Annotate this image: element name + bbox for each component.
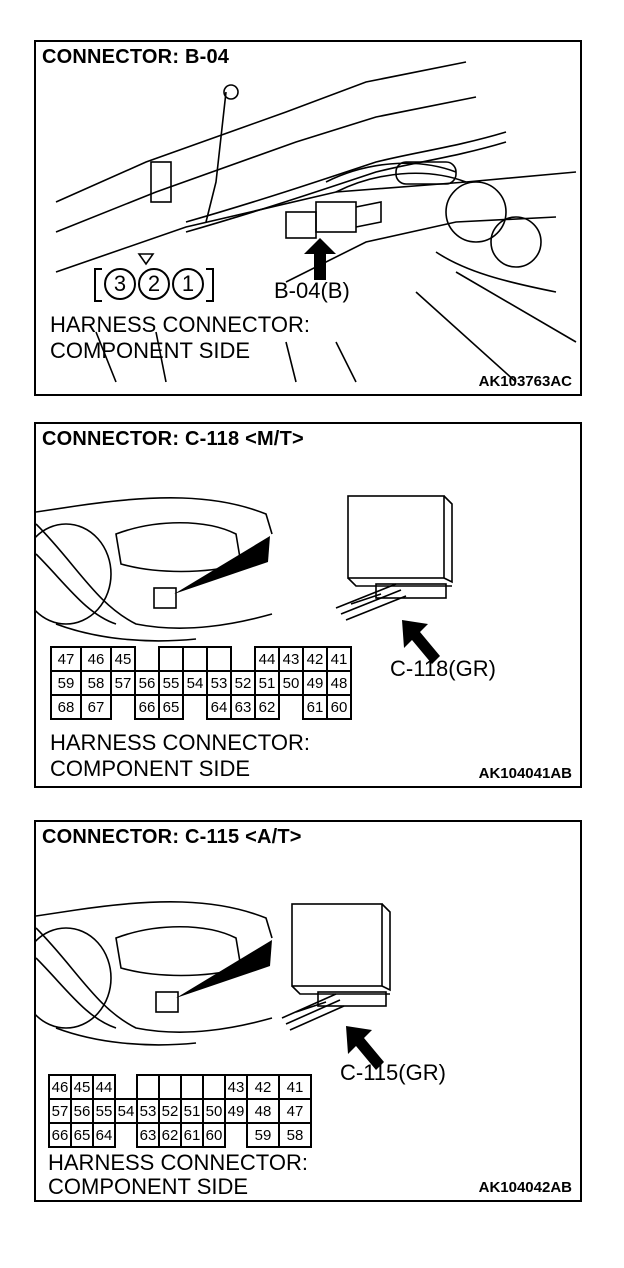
pin-cell: 62: [254, 694, 280, 720]
connector-pin-grid: 47 46 45 44 43 42 41 59 58 57 56 55 54 5…: [50, 646, 352, 720]
pin-cell: 61: [180, 1122, 204, 1148]
connector-callout: C-118(GR): [390, 656, 496, 681]
pin-1: 1: [172, 268, 204, 300]
pin-cell: 50: [278, 670, 304, 696]
pin-cell: 62: [158, 1122, 182, 1148]
pin-cell: 64: [92, 1122, 116, 1148]
pin-cell: 60: [326, 694, 352, 720]
panel-title: CONNECTOR: C-118 <M/T>: [42, 428, 304, 450]
pin-cell: 54: [114, 1098, 138, 1124]
connector-c118-panel: CONNECTOR: C-118 <M/T> 47 46 45 44 43 42…: [34, 422, 582, 788]
pin-cell: 44: [254, 646, 280, 672]
pin-cell: 66: [134, 694, 160, 720]
pin-cell: 51: [254, 670, 280, 696]
pin-cell: 68: [50, 694, 82, 720]
ecm-location-marker: [155, 991, 179, 1013]
pin-cell: 65: [158, 694, 184, 720]
pin-cell: 57: [110, 670, 136, 696]
connector-c115-panel: CONNECTOR: C-115 <A/T> 46 45 44 43 42 41…: [34, 820, 582, 1202]
pin-cell: 47: [50, 646, 82, 672]
pin-cell: 47: [278, 1098, 312, 1124]
pin-3: 3: [104, 268, 136, 300]
pin-cell: 41: [326, 646, 352, 672]
pin-cell: 43: [224, 1074, 248, 1100]
pin-2: 2: [138, 268, 170, 300]
pin-cell: 60: [202, 1122, 226, 1148]
pin-cell: 63: [230, 694, 256, 720]
pin-cell: 48: [246, 1098, 280, 1124]
panel-title: CONNECTOR: C-115 <A/T>: [42, 826, 302, 848]
pin-cell: 42: [302, 646, 328, 672]
connector-callout: B-04(B): [274, 278, 350, 303]
pin-cell: 64: [206, 694, 232, 720]
pin-cell: 66: [48, 1122, 72, 1148]
arrow-icon: [304, 238, 336, 280]
pin-cell: 55: [158, 670, 184, 696]
pin-cell: 43: [278, 646, 304, 672]
pointer-wedge: [176, 940, 272, 998]
pin-cell: 55: [92, 1098, 116, 1124]
pin-cell: 52: [230, 670, 256, 696]
pin-cell: 44: [92, 1074, 116, 1100]
connector-pin-face: 3 2 1: [94, 268, 214, 302]
pin-cell: 58: [278, 1122, 312, 1148]
pin-cell: 46: [80, 646, 112, 672]
pin-cell: 59: [246, 1122, 280, 1148]
pin-cell: 49: [224, 1098, 248, 1124]
pin-marker-icon: [137, 253, 155, 266]
engine-bay-illustration: [55, 61, 577, 383]
pin-cell: 45: [110, 646, 136, 672]
pin-cell: 50: [202, 1098, 226, 1124]
panel-title: CONNECTOR: B-04: [42, 46, 230, 68]
pin-cell: 41: [278, 1074, 312, 1100]
arrow-icon: [402, 620, 440, 664]
pin-cell: 46: [48, 1074, 72, 1100]
pin-cell: 53: [206, 670, 232, 696]
pin-cell: 59: [50, 670, 82, 696]
harness-label-line1: HARNESS CONNECTOR:: [50, 312, 310, 337]
harness-label-line2: COMPONENT SIDE: [50, 338, 251, 363]
figure-code: AK104042AB: [478, 1179, 572, 1196]
pin-cell: 58: [80, 670, 112, 696]
figure-code: AK103763AC: [478, 373, 572, 390]
dashboard-illustration: [36, 495, 453, 664]
pin-cell: 48: [326, 670, 352, 696]
pin-cell: 51: [180, 1098, 204, 1124]
connector-callout: C-115(GR): [340, 1060, 446, 1085]
pin-cell: 61: [302, 694, 328, 720]
pin-cell: 57: [48, 1098, 72, 1124]
pin-cell: 49: [302, 670, 328, 696]
pin-cell: 65: [70, 1122, 94, 1148]
harness-label-line2: COMPONENT SIDE: [48, 1174, 249, 1199]
pin-cell: 56: [134, 670, 160, 696]
harness-label-line2: COMPONENT SIDE: [50, 756, 251, 781]
pin-cell: 63: [136, 1122, 160, 1148]
arrow-icon: [346, 1026, 384, 1070]
figure-code: AK104041AB: [478, 765, 572, 782]
pin-cell: 54: [182, 670, 208, 696]
pin-cell: 52: [158, 1098, 182, 1124]
pin-cell: 53: [136, 1098, 160, 1124]
harness-label-line1: HARNESS CONNECTOR:: [48, 1150, 308, 1175]
connector-pin-grid: 46 45 44 43 42 41 57 56 55 54 53 52 51 5…: [48, 1074, 312, 1148]
pin-cell: 42: [246, 1074, 280, 1100]
dashboard-illustration: [36, 901, 391, 1070]
pin-cell: 56: [70, 1098, 94, 1124]
connector-b04-panel: CONNECTOR: B-04 3 2 1 B-04(B) HARNESS CO…: [34, 40, 582, 396]
pin-cell: 67: [80, 694, 112, 720]
pin-cell: 45: [70, 1074, 94, 1100]
ecm-location-marker: [153, 587, 177, 609]
pointer-wedge: [174, 536, 270, 594]
harness-label-line1: HARNESS CONNECTOR:: [50, 730, 310, 755]
